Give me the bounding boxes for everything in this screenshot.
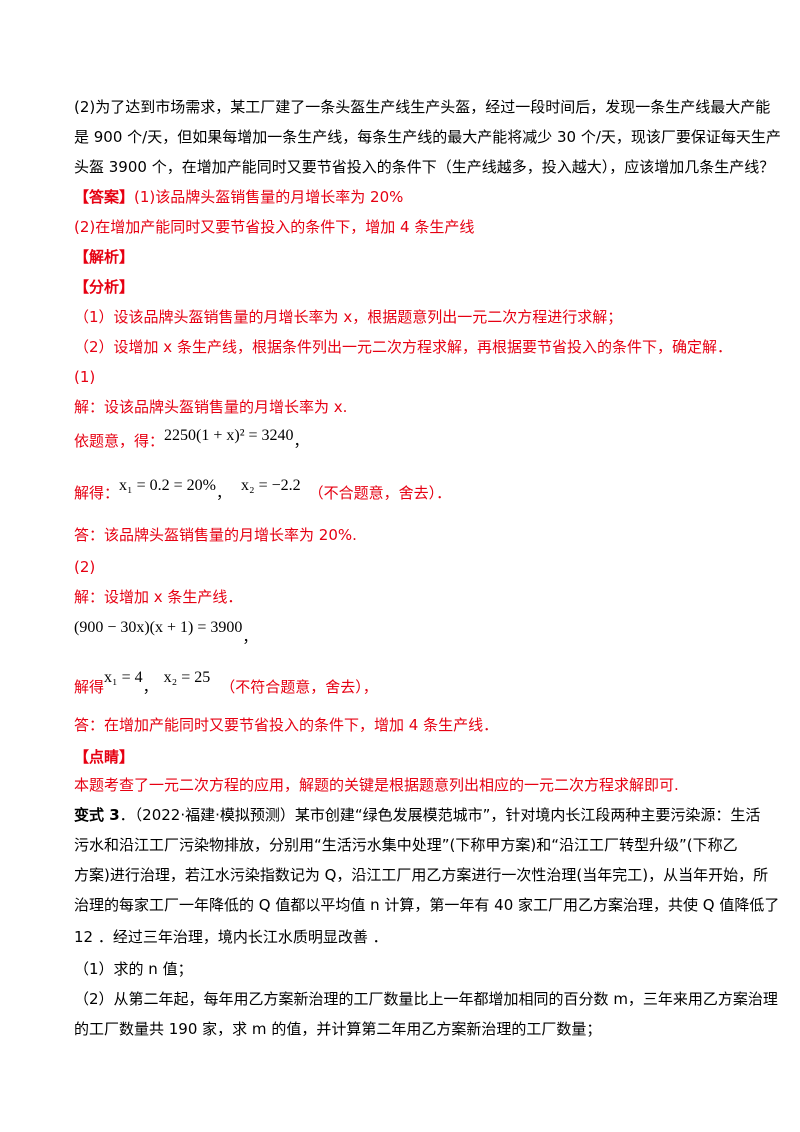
answer-2: (2)在增加产能同时又要节省投入的条件下，增加 4 条生产线 [74, 218, 475, 236]
dianjing-text: 本题考查了一元二次方程的应用，解题的关键是根据题意列出相应的一元二次方程求解即可… [74, 776, 679, 794]
problem2-line2: 是 900 个/天，但如果每增加一条生产线，每条生产线的最大产能将减少 30 个… [74, 128, 781, 146]
variant-question2-line1: （2）从第二年起，每年用乙方案新治理的工厂数量比上一年都增加相同的百分数 m，三… [74, 990, 778, 1008]
solution1-step3-sep: ， [215, 484, 231, 502]
answer-tag: 【答案】 [74, 188, 135, 206]
fenxi-2: （2）设增加 x 条生产线，根据条件列出一元二次方程求解，再根据要节省投入的条件… [74, 338, 732, 356]
jiexi-tag: 【解析】 [74, 248, 135, 266]
solution2-step3-suffix: （不符合题意，舍去）， [220, 678, 378, 696]
fenxi-1: （1）设该品牌头盔销售量的月增长率为 x，根据题意列出一元二次方程进行求解； [74, 308, 623, 326]
solution2-root2: x₂ = 25 [163, 669, 211, 686]
fenxi-tag: 【分析】 [74, 278, 135, 296]
solution1-step1: 解：设该品牌头盔销售量的月增长率为 x. [74, 398, 348, 416]
solution1-root1: x₁ = 0.2 = 20% [119, 477, 216, 494]
solution2-step3: 解得x₁ = 4， x₂ = 25 （不符合题意，舍去）， [74, 669, 740, 699]
solution1-step3: 解得：x₁ = 0.2 = 20%， x₂ = −2.2 （不合题意，舍去）． [74, 477, 740, 505]
variant-line3: 方案)进行治理，若江水污染指数记为 Q，沿江工厂用乙方案进行一次性治理(当年完工… [74, 866, 769, 884]
problem2-line3: 头盔 3900 个，在增加产能同时又要节省投入的条件下（生产线越多，投入越大），… [74, 158, 775, 176]
solution1-step3-suffix: （不合题意，舍去）． [308, 484, 452, 502]
solution1-step2: 依题意，得：2250(1 + x)² = 3240， [74, 427, 740, 453]
solution1-equation: 2250(1 + x)² = 3240 [164, 427, 294, 444]
solution2-equation: (900 − 30x)(x + 1) = 3900 [74, 619, 243, 636]
answer-line1: 【答案】(1)该品牌头盔销售量的月增长率为 20% [74, 186, 740, 208]
variant-question2-line2: 的工厂数量共 190 家，求 m 的值，并计算第二年用乙方案新治理的工厂数量； [74, 1020, 602, 1038]
solution2-step2: (900 − 30x)(x + 1) = 3900， [74, 616, 740, 646]
solution2-step3-sep: ， [142, 678, 158, 696]
variant-question1: （1）求的 n 值； [74, 960, 193, 978]
solution2-step2-suffix: ， [242, 628, 258, 646]
solution2-step3-prefix: 解得 [74, 678, 105, 696]
solution1-step2-prefix: 依题意，得： [74, 432, 165, 450]
variant-label: 变式 3 [74, 806, 120, 824]
solution1-step2-suffix: ， [293, 432, 309, 450]
solution1-conclusion: 答：该品牌头盔销售量的月增长率为 20%. [74, 526, 357, 544]
answer-1: (1)该品牌头盔销售量的月增长率为 20% [134, 188, 404, 206]
solution2-root1: x₁ = 4 [104, 669, 143, 686]
solution2-conclusion: 答：在增加产能同时又要节省投入的条件下，增加 4 条生产线． [74, 716, 499, 734]
solution1-number: (1) [74, 368, 96, 386]
variant-line1-text: ．（2022·福建·模拟预测）某市创建“绿色发展模范城市”，针对境内长江段两种主… [119, 806, 761, 824]
solution1-root2: x₂ = −2.2 [240, 477, 301, 494]
dianjing-tag: 【点睛】 [74, 748, 135, 766]
solution2-step1: 解：设增加 x 条生产线． [74, 588, 243, 606]
solution1-step3-prefix: 解得： [74, 484, 120, 502]
variant-line1: 变式 3．（2022·福建·模拟预测）某市创建“绿色发展模范城市”，针对境内长江… [74, 804, 760, 826]
variant-line2: 污水和沿江工厂污染物排放，分别用“生活污水集中处理”(下称甲方案)和“沿江工厂转… [74, 836, 738, 854]
solution2-number: (2) [74, 558, 96, 576]
variant-line4: 治理的每家工厂一年降低的 Q 值都以平均值 n 计算，第一年有 40 家工厂用乙… [74, 896, 780, 914]
problem2-line1: (2)为了达到市场需求，某工厂建了一条头盔生产线生产头盔，经过一段时间后，发现一… [74, 98, 771, 116]
variant-line5: 12 ．经过三年治理，境内长江水质明显改善 ． [74, 928, 388, 946]
